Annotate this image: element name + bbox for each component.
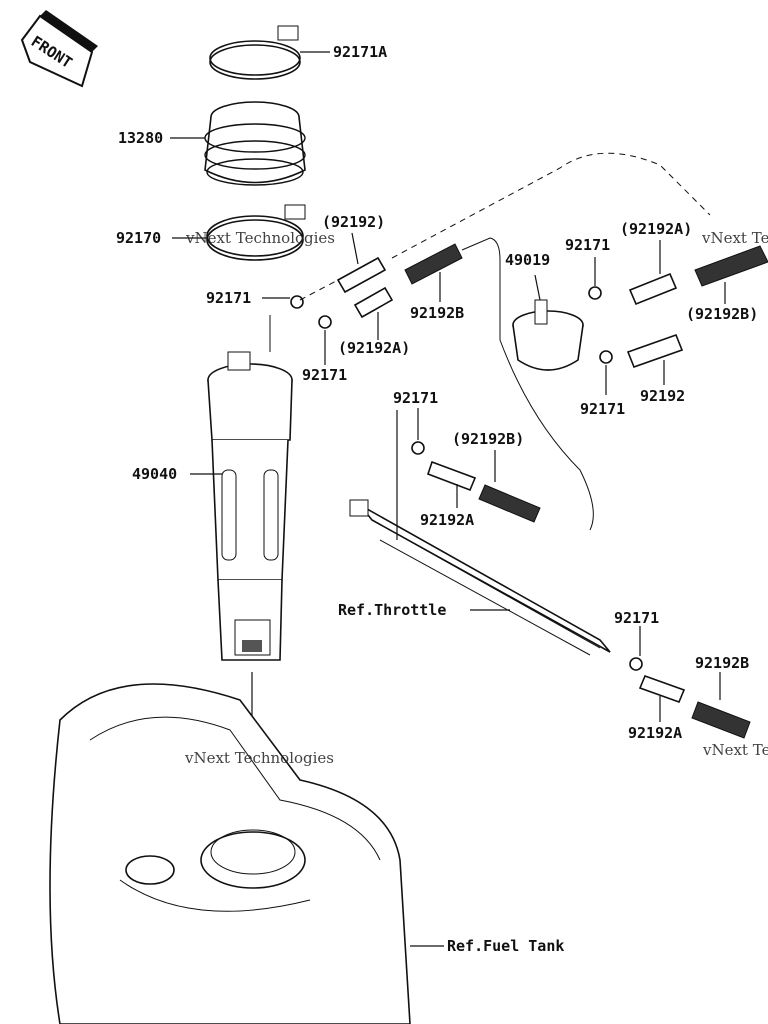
watermark-text-3: vNext Technologies bbox=[701, 229, 768, 247]
part-fuel-rail bbox=[349, 499, 611, 656]
callout-92170: 92170 bbox=[116, 229, 161, 247]
callout-92192b-right: (92192B) bbox=[686, 305, 758, 323]
part-hose-92192a-right bbox=[628, 272, 678, 306]
part-clip-92171-mid bbox=[318, 315, 332, 329]
callout-92171a: 92171A bbox=[333, 43, 387, 61]
part-clip-92171-bottom bbox=[629, 657, 643, 671]
callout-92192b-top: 92192B bbox=[410, 304, 464, 322]
callout-92192b-center: (92192B) bbox=[452, 430, 524, 448]
callout-92171-mid: 92171 bbox=[302, 366, 347, 384]
part-fuel-filter-49019 bbox=[512, 299, 584, 371]
callout-92192a-center: 92192A bbox=[420, 511, 474, 529]
callout-92192a-left: (92192A) bbox=[338, 339, 410, 357]
part-clip-92171-center bbox=[411, 441, 425, 455]
callout-92192-right: 92192 bbox=[640, 387, 685, 405]
part-hose-92192a-bottom bbox=[638, 674, 686, 704]
callout-49040: 49040 bbox=[132, 465, 177, 483]
part-fuel-tank bbox=[49, 683, 411, 1024]
callout-92192b-bottom: 92192B bbox=[695, 654, 749, 672]
part-hose-92192a-left bbox=[353, 286, 394, 319]
callout-92171-right-low: 92171 bbox=[580, 400, 625, 418]
callout-92192a-right: (92192A) bbox=[620, 220, 692, 238]
watermark-text-2: vNext Technologies bbox=[184, 749, 334, 767]
part-clamp-92170 bbox=[206, 204, 306, 261]
callout-49019: 49019 bbox=[505, 251, 550, 269]
ref-fuel-tank-label: Ref.Fuel Tank bbox=[447, 937, 564, 955]
part-spring-92192b-right bbox=[694, 245, 768, 287]
watermark: vNext Technologies vNext Technologies vN… bbox=[184, 229, 768, 767]
part-clip-92171-right-top bbox=[588, 286, 602, 300]
part-clip-92171-left bbox=[290, 295, 304, 309]
callout-92171-left: 92171 bbox=[206, 289, 251, 307]
part-hose-92192-top bbox=[336, 256, 387, 294]
part-hose-92192a-center bbox=[426, 460, 477, 492]
part-fuel-pump-49040 bbox=[207, 315, 293, 661]
watermark-text-4: vNext Technologies bbox=[702, 741, 768, 759]
part-hose-92192-right bbox=[626, 333, 684, 369]
callout-92171-bottom: 92171 bbox=[614, 609, 659, 627]
part-spring-92192b-top bbox=[404, 243, 463, 285]
callout-92192-top: (92192) bbox=[322, 213, 385, 231]
part-clamp-92171a bbox=[209, 25, 301, 80]
callout-13280: 13280 bbox=[118, 129, 163, 147]
watermark-text-1: vNext Technologies bbox=[185, 229, 335, 247]
callout-92171-center: 92171 bbox=[393, 389, 438, 407]
callout-92171-right-top: 92171 bbox=[565, 236, 610, 254]
ref-throttle-label: Ref.Throttle bbox=[338, 601, 446, 619]
part-boot-13280 bbox=[204, 101, 306, 186]
part-clip-92171-right-low bbox=[599, 350, 613, 364]
front-direction-badge: FRONT bbox=[20, 10, 98, 88]
part-spring-92192b-bottom bbox=[691, 701, 751, 739]
callout-92192a-bottom: 92192A bbox=[628, 724, 682, 742]
part-spring-92192b-center bbox=[478, 484, 541, 523]
